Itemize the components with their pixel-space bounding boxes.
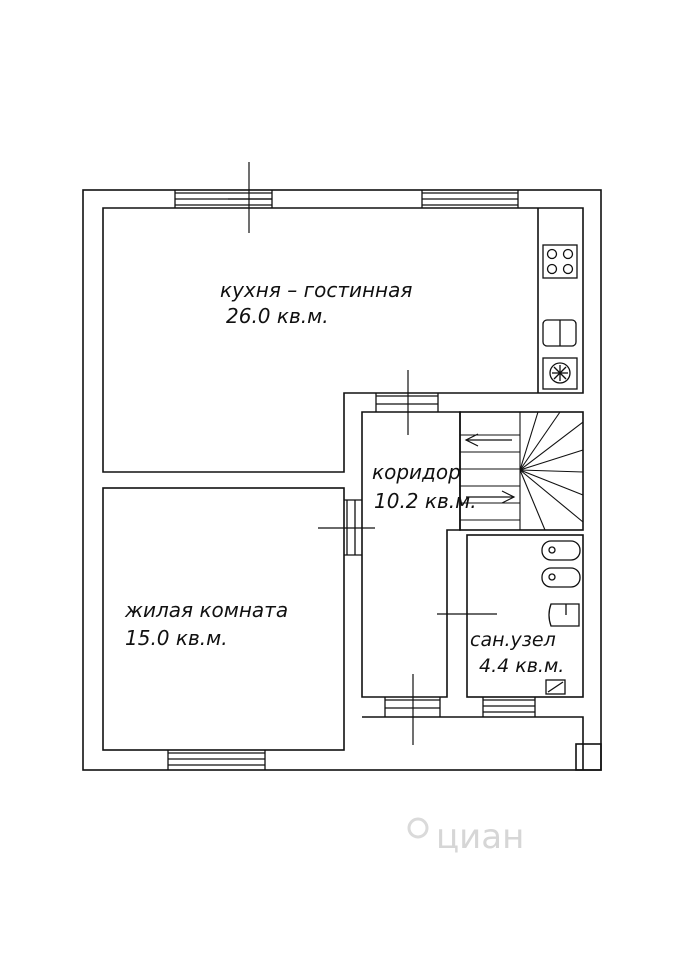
lower-wall	[362, 716, 584, 770]
living-name: жилая комната	[124, 598, 288, 622]
stove-burner	[546, 263, 558, 275]
window-kitchen-right	[421, 190, 519, 208]
staircase	[460, 411, 584, 531]
toilet-icon	[541, 567, 581, 588]
bathroom-wall	[466, 534, 584, 698]
kitchen-name: кухня – гостинная	[220, 278, 412, 302]
corridor-area: 10.2 кв.м.	[374, 489, 477, 513]
kitchen-area: 26.0 кв.м.	[226, 304, 329, 328]
bathroom-name: сан.узел	[470, 629, 556, 651]
stair-arrow-head	[501, 490, 516, 504]
vent-icon	[545, 679, 566, 695]
bathroom-area: 4.4 кв.м.	[479, 655, 564, 677]
fan-icon	[542, 357, 578, 390]
kitchen-wall	[102, 207, 584, 473]
stair-well	[459, 411, 584, 531]
fan-hub	[549, 362, 571, 384]
shower-icon	[548, 603, 580, 627]
corridor-wall	[361, 411, 461, 698]
window-living	[167, 750, 266, 770]
outer-wall	[82, 189, 602, 771]
stove-burner	[546, 248, 558, 260]
watermark: циан	[407, 817, 524, 857]
stove-burner	[562, 263, 574, 275]
window-bathroom	[482, 697, 536, 717]
opening-corridor-top	[375, 393, 439, 412]
stair-arrow-head	[464, 433, 479, 447]
living-room-wall	[102, 487, 345, 751]
watermark-text: циан	[436, 817, 524, 857]
living-area: 15.0 кв.м.	[125, 626, 228, 650]
washbasin-icon	[541, 540, 581, 561]
stove-icon	[542, 244, 578, 279]
lower-block	[575, 743, 602, 771]
corridor-name: коридор	[372, 460, 461, 484]
stove-burner	[562, 248, 574, 260]
